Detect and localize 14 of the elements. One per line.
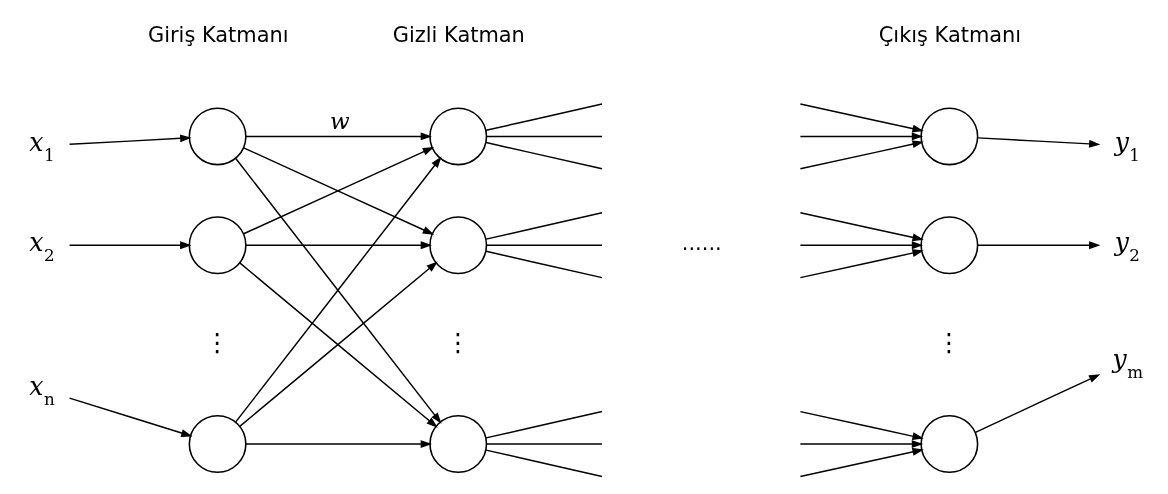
label: Gizli Katman [392,22,525,47]
label: ⋮ [936,327,962,357]
label: ⋮ [445,327,471,357]
node-text: y$_{m}$ [1112,344,1144,382]
label: Çıkış Katmanı [878,22,1022,47]
node-text: x$_{n}$ [29,371,55,409]
node-text: x$_{1}$ [29,127,55,165]
label: Giriş Katmanı [148,22,289,47]
edge-label: w [330,107,350,134]
node-text: x$_{2}$ [29,227,55,265]
node-text: y$_{1}$ [1114,127,1140,165]
node-text: y$_{2}$ [1114,227,1140,265]
label: ⋮ [204,327,230,357]
label: ...... [681,230,722,255]
